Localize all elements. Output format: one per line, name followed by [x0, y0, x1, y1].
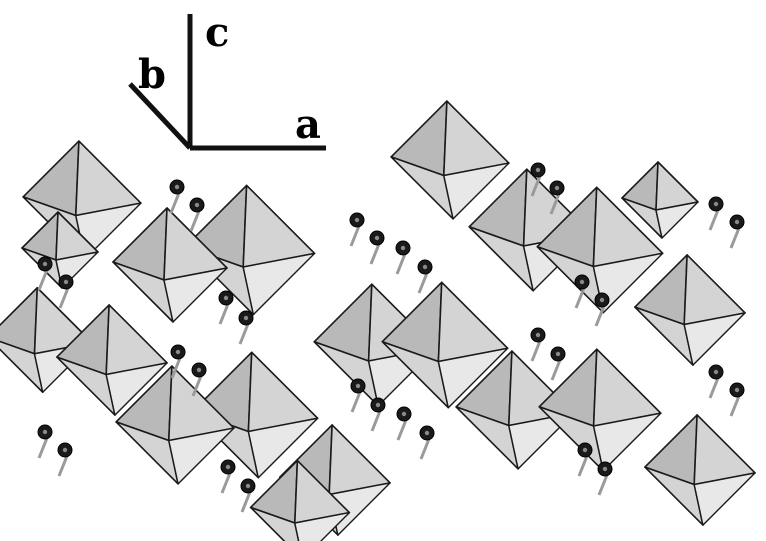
bond — [577, 455, 589, 477]
octahedron-face — [168, 427, 235, 485]
octahedron — [538, 348, 662, 472]
bond — [218, 303, 230, 325]
octahedron — [115, 365, 235, 485]
bond — [574, 287, 586, 309]
atom-highlight — [194, 202, 200, 208]
atoms-layer — [37, 162, 745, 513]
atom-highlight — [401, 411, 407, 417]
atom-highlight — [599, 297, 605, 303]
octahedron-face — [655, 201, 699, 239]
atom-highlight — [63, 279, 69, 285]
atom-highlight — [354, 217, 360, 223]
atom-highlight — [174, 184, 180, 190]
bond — [729, 395, 741, 417]
atom-highlight — [535, 332, 541, 338]
bond — [550, 359, 562, 381]
octahedron — [634, 254, 746, 366]
octahedron — [536, 186, 664, 314]
atom-highlight — [375, 402, 381, 408]
bond — [58, 287, 70, 309]
bond — [238, 323, 250, 345]
atom-highlight — [555, 351, 561, 357]
atom-highlight — [422, 264, 428, 270]
atom-highlight — [582, 447, 588, 453]
axis-b-line — [128, 82, 192, 150]
atom-highlight — [734, 219, 740, 225]
atom-highlight — [42, 429, 48, 435]
octahedron-face — [683, 312, 746, 366]
bond — [189, 210, 201, 232]
atom-highlight — [196, 367, 202, 373]
bond — [597, 474, 609, 496]
bond — [37, 269, 49, 291]
bond — [530, 340, 542, 362]
bond — [37, 437, 49, 459]
octahedron-face — [249, 506, 300, 541]
bond — [240, 491, 252, 513]
bond — [220, 472, 232, 494]
octahedra-layer — [0, 100, 756, 541]
atom-highlight — [355, 383, 361, 389]
bond — [417, 272, 429, 294]
atom-highlight — [62, 447, 68, 453]
atom-highlight — [535, 167, 541, 173]
bond — [370, 410, 382, 432]
octahedron-face — [105, 362, 168, 416]
axis-c-label: c — [205, 9, 229, 56]
bond — [729, 227, 741, 249]
octahedron — [381, 281, 509, 409]
octahedron — [390, 100, 510, 220]
axis-a-label: a — [295, 101, 321, 148]
atom-highlight — [554, 185, 560, 191]
atom-highlight — [175, 349, 181, 355]
bond — [57, 455, 69, 477]
octahedron — [249, 459, 351, 541]
atom-highlight — [424, 430, 430, 436]
octahedron-face — [294, 511, 351, 541]
atom-highlight — [374, 235, 380, 241]
octahedron-face — [592, 252, 664, 314]
atom-highlight — [713, 369, 719, 375]
octahedron-face — [163, 267, 228, 323]
bond — [395, 253, 407, 275]
octahedron-face — [437, 347, 509, 409]
bond — [530, 175, 542, 197]
octahedron — [56, 304, 168, 416]
octahedron — [621, 161, 699, 239]
atom-highlight — [223, 295, 229, 301]
octahedron-face — [592, 412, 662, 472]
octahedron-face — [443, 162, 510, 220]
octahedron-face — [242, 252, 316, 316]
atom-highlight — [400, 245, 406, 251]
octahedron — [644, 414, 756, 526]
bond — [708, 209, 720, 231]
octahedron — [455, 350, 575, 470]
bond — [419, 438, 431, 460]
axis-b-label: b — [138, 51, 166, 98]
octahedron-face — [247, 417, 319, 479]
bond — [169, 192, 181, 214]
octahedron-face — [693, 472, 756, 526]
bond — [349, 225, 361, 247]
atom-highlight — [245, 483, 251, 489]
atom-highlight — [243, 315, 249, 321]
octahedron — [112, 207, 228, 323]
octahedron-face — [508, 412, 575, 470]
atom-highlight — [734, 387, 740, 393]
atom-highlight — [602, 466, 608, 472]
bond — [350, 391, 362, 413]
bond — [170, 357, 182, 379]
bond — [369, 243, 381, 265]
atom-highlight — [579, 279, 585, 285]
atom-highlight — [225, 464, 231, 470]
bond — [549, 193, 561, 215]
atom-highlight — [713, 201, 719, 207]
bond — [396, 419, 408, 441]
bond — [708, 377, 720, 399]
bond — [191, 375, 203, 397]
atom-highlight — [42, 261, 48, 267]
axis-indicator: c a b — [128, 9, 326, 151]
bond — [594, 305, 606, 327]
